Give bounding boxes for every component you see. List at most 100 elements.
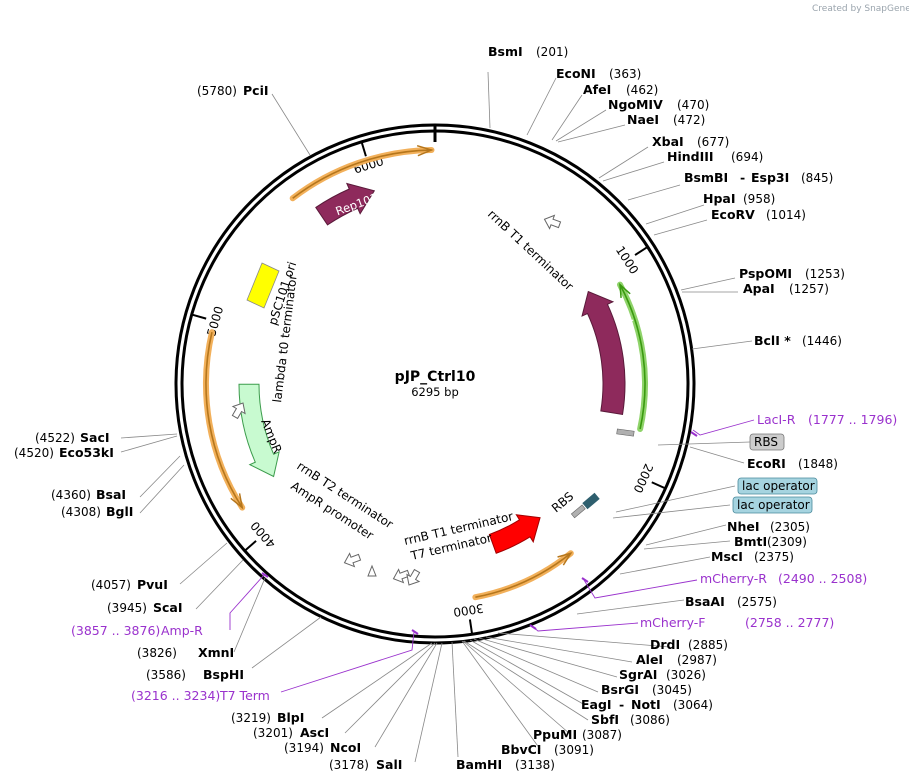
site-label: BclI * — [754, 333, 791, 348]
lac-operator-label: lac operator — [737, 498, 810, 512]
primer-range: (3216 .. 3234) — [131, 688, 220, 703]
tick-label: 4000 — [248, 519, 279, 551]
site-label-dash: - — [740, 170, 745, 185]
primer-labels: LacI-R (1777 .. 1796) mCherry-R (2490 ..… — [71, 412, 897, 703]
site-position: (4308) — [61, 505, 101, 519]
ampr-guide-arc — [203, 329, 246, 511]
primer-range: (3857 .. 3876) — [71, 623, 160, 638]
rbs-feature — [616, 428, 635, 437]
ampr-feature — [238, 383, 280, 478]
site-position: (4360) — [51, 488, 91, 502]
ampr-guide-arc-core — [205, 331, 243, 509]
site-position: (2375) — [754, 550, 794, 564]
primer-site-mark — [690, 431, 698, 437]
site-label: NgoMIV — [608, 97, 663, 112]
site-position: (3045) — [652, 683, 692, 697]
lac-operator-box — [737, 477, 818, 495]
site-label: BsaAI — [685, 594, 725, 609]
mcherry-feature — [488, 514, 541, 554]
site-position: (4520) — [14, 446, 54, 460]
site-position: (1253) — [805, 267, 845, 281]
site-label: NcoI — [330, 740, 361, 755]
site-label: BsaI — [96, 487, 126, 502]
site-label: NotI — [631, 697, 661, 712]
site-label: EagI — [581, 697, 612, 712]
site-label: BmtI — [734, 534, 767, 549]
primer-site-mark — [261, 572, 269, 578]
site-label: ApaI — [743, 281, 775, 296]
site-label: EcoRV — [711, 207, 755, 222]
site-label: PpuMI — [533, 727, 577, 742]
site-position: (472) — [673, 113, 705, 127]
site-label: PspOMI — [739, 266, 792, 281]
laci-feature-label: lacI — [621, 318, 638, 340]
site-position: (5780) — [197, 84, 237, 98]
site-label: BsrGI — [601, 682, 639, 697]
laci-guide-arc-head — [619, 282, 631, 299]
tick-mark — [192, 313, 207, 320]
rbs-feature — [570, 504, 586, 519]
ampr-promoter-feature — [367, 564, 377, 577]
rrnb-t2-terminator-feature — [343, 552, 362, 568]
plasmid-size: 6295 bp — [411, 385, 459, 399]
tick-label: 3000 — [452, 601, 484, 619]
tick-label: 2000 — [630, 462, 655, 496]
site-label: NaeI — [627, 112, 659, 127]
primer-site-mark — [581, 577, 589, 583]
site-label: XmnI — [198, 645, 234, 660]
mcherry-guide-arc-head — [557, 551, 573, 566]
tick-mark — [468, 619, 473, 634]
site-position: (470) — [677, 98, 709, 112]
site-position: (3219) — [231, 711, 271, 725]
site-position: (3026) — [666, 668, 706, 682]
site-label: HpaI — [703, 191, 736, 206]
site-label: Eco53kI — [59, 445, 114, 460]
site-position: (3178) — [329, 758, 369, 772]
mcherry-guide-arc-core — [475, 552, 572, 598]
primer-site-mark — [411, 629, 419, 635]
site-label: BbvCI — [501, 742, 541, 757]
site-position: (3945) — [107, 601, 147, 615]
site-position: (3194) — [284, 741, 324, 755]
site-label: NheI — [727, 519, 760, 534]
site-position: (2305) — [770, 520, 810, 534]
tick-label: 5000 — [204, 305, 226, 338]
site-label: PciI — [243, 83, 269, 98]
site-position: (462) — [626, 83, 658, 97]
site-label: Esp3I — [751, 170, 789, 185]
rbs-feature — [582, 492, 600, 510]
t7-terminator-feature — [406, 568, 421, 586]
rbs-box-label: RBS — [754, 435, 778, 449]
site-position: (1014) — [766, 208, 806, 222]
feature-boxes: RBS lac operator lac operator — [612, 433, 818, 519]
site-position: (1446) — [802, 334, 842, 348]
primer-lead-lines — [229, 419, 755, 693]
site-label: SacI — [80, 430, 110, 445]
site-label: AscI — [300, 725, 329, 740]
primer-label: Amp-R — [161, 623, 203, 638]
ampr-guide-arc-head — [230, 493, 244, 510]
mcherry-feature-label: mCherry — [500, 544, 549, 584]
lac-operator-label: lac operator — [742, 479, 815, 493]
site-label: ScaI — [153, 600, 183, 615]
tick-mark — [634, 246, 648, 256]
site-position: (3586) — [146, 668, 186, 682]
site-label: BspHI — [203, 667, 244, 682]
primer-range: (2758 .. 2777) — [745, 615, 834, 630]
site-label: SgrAI — [619, 667, 657, 682]
site-label-dash: - — [619, 697, 624, 712]
site-position: (3826) — [137, 646, 177, 660]
site-label: EcoNI — [556, 66, 596, 81]
site-label: AfeI — [583, 82, 611, 97]
site-position: (2885) — [688, 638, 728, 652]
site-label: PvuI — [137, 577, 168, 592]
site-label: BsmI — [488, 44, 523, 59]
site-position: (677) — [697, 135, 729, 149]
lac-operator-box — [732, 496, 813, 514]
laci-guide-arc-core — [619, 284, 646, 430]
site-position: (2309) — [767, 535, 807, 549]
primer-range: (2490 .. 2508) — [778, 571, 867, 586]
rep101-guide-arc-head — [416, 144, 434, 157]
site-position: (3201) — [253, 726, 293, 740]
